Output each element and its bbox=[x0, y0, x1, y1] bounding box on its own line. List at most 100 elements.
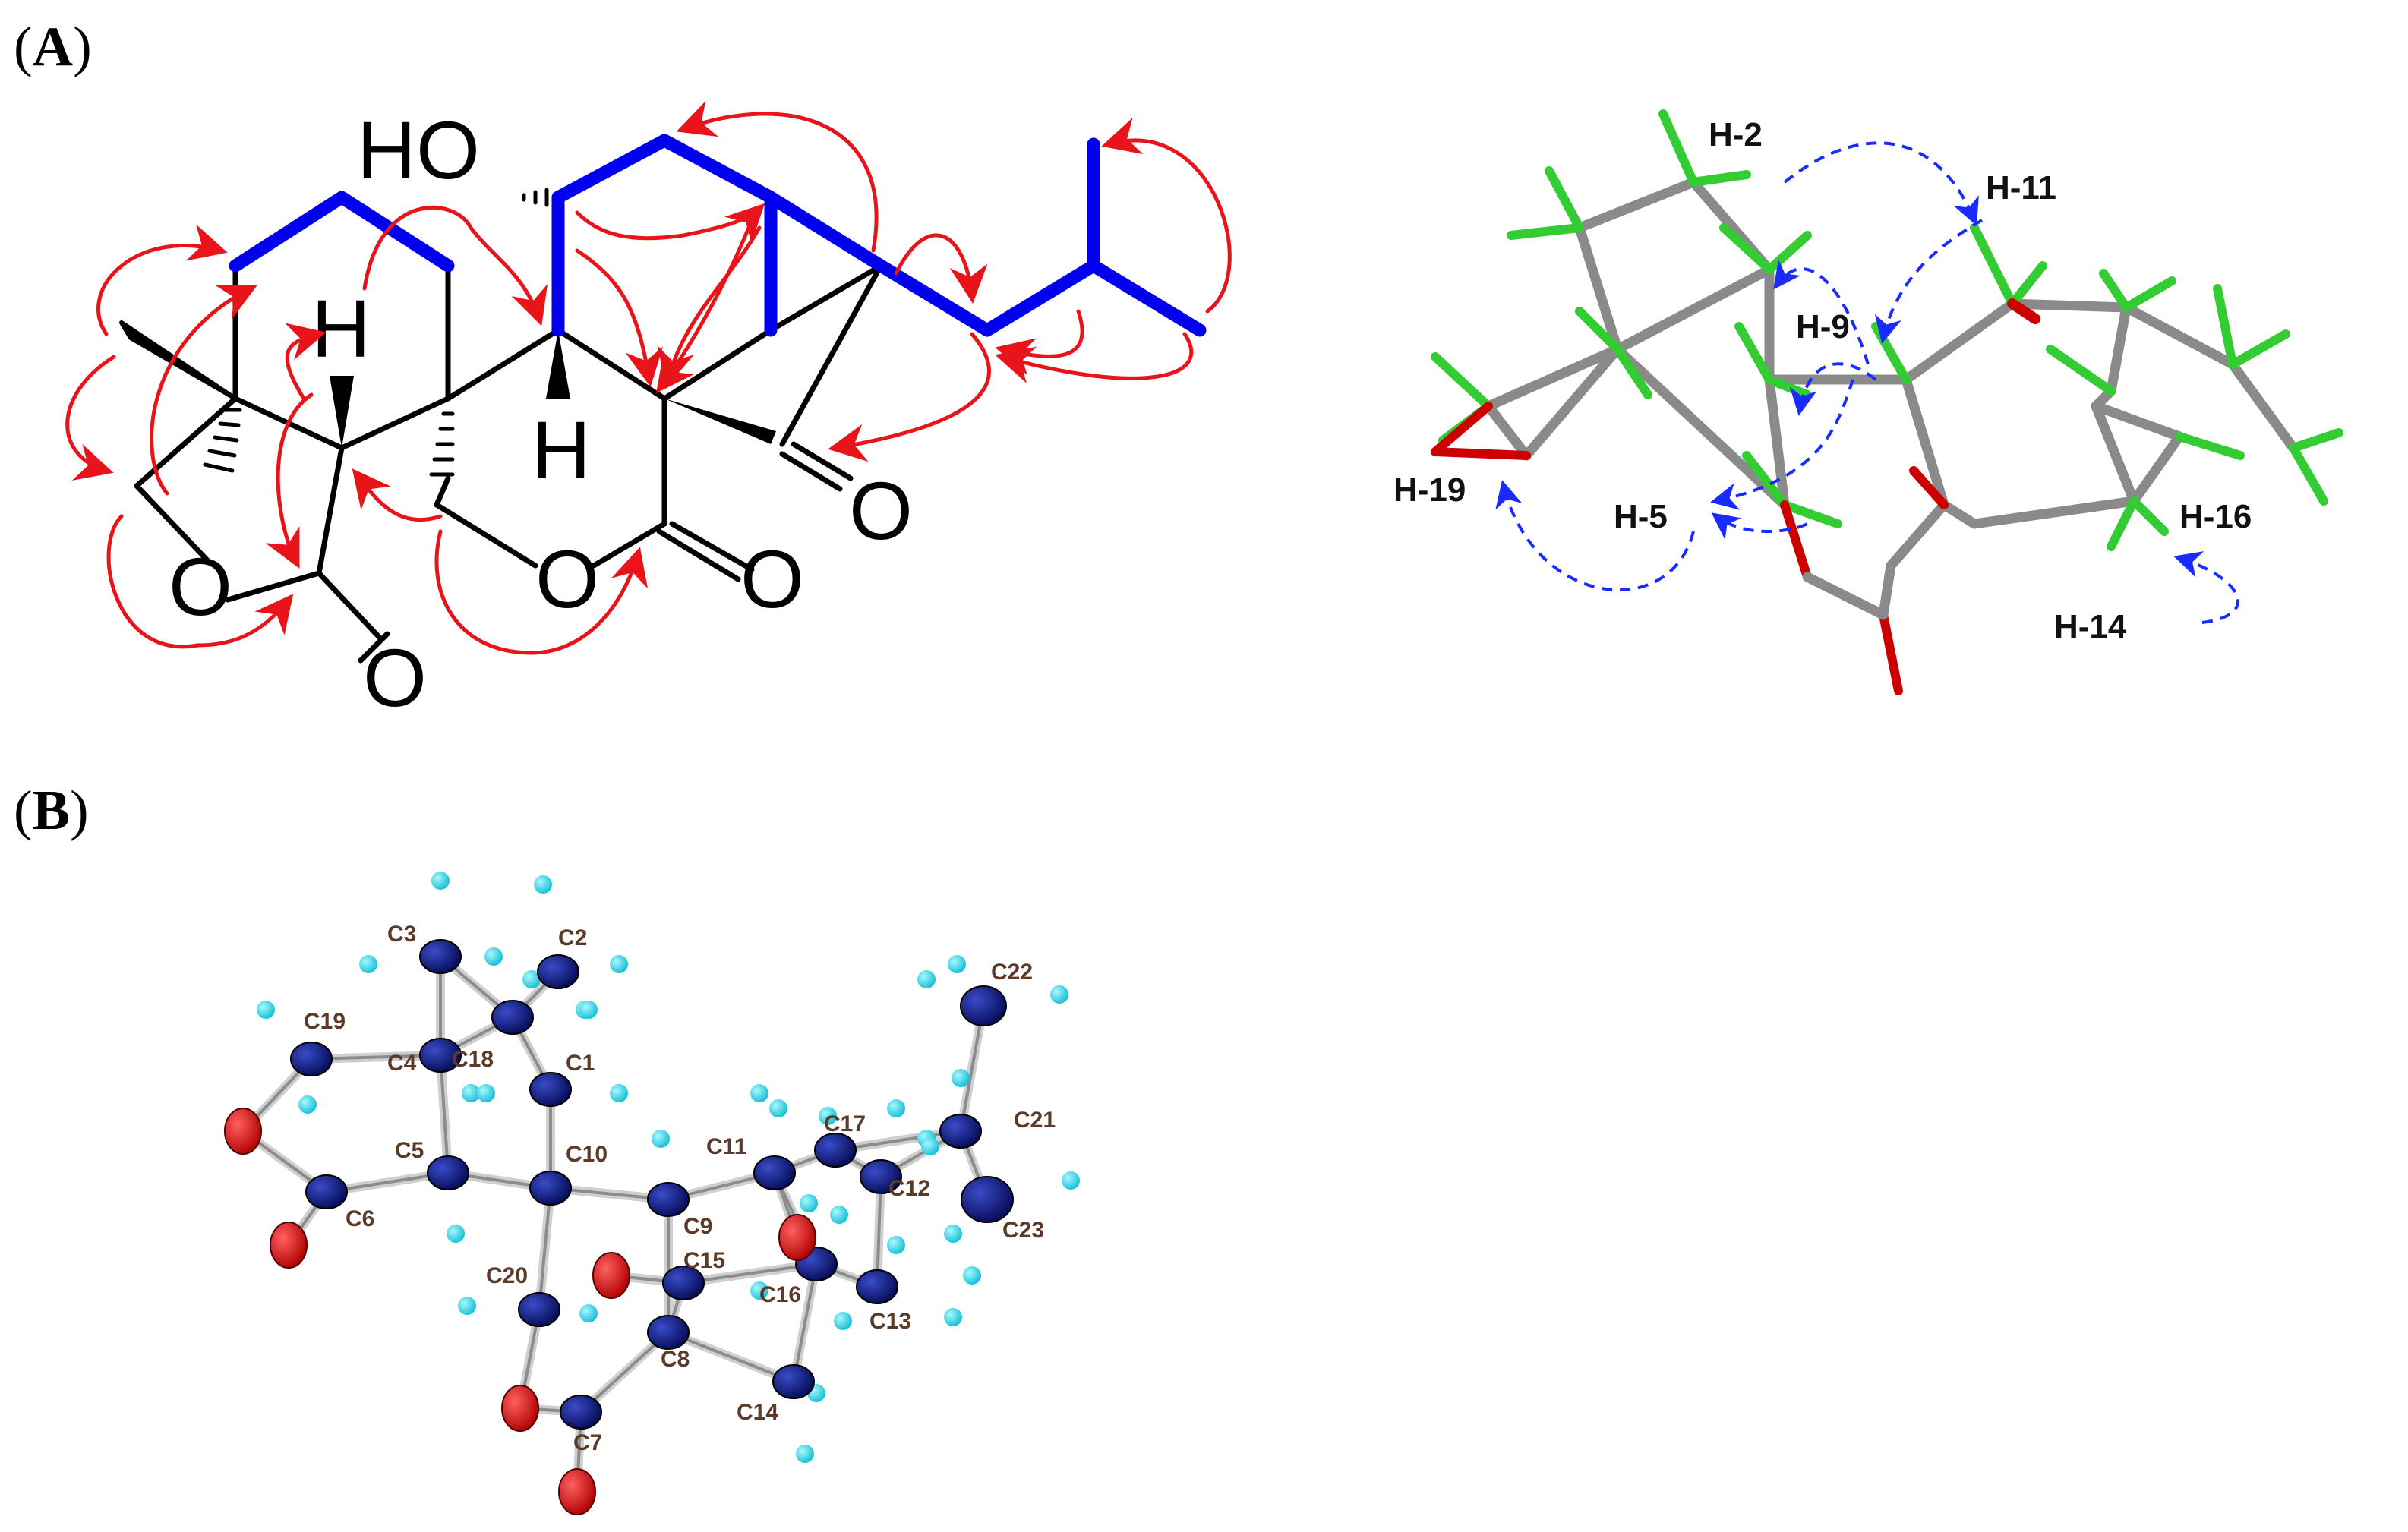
ortep-hydrogen-atom bbox=[887, 1099, 905, 1117]
stick-bond-carbon bbox=[2121, 302, 2238, 370]
skeleton-bonds bbox=[134, 194, 884, 664]
ortep-hydrogen-atom bbox=[1050, 985, 1068, 1004]
ortep-hydrogen-atom bbox=[1062, 1171, 1080, 1190]
stick-bond-carbon bbox=[1878, 560, 1896, 620]
ortep-hydrogen-atom bbox=[298, 1095, 317, 1114]
ortep-bond-shade bbox=[876, 1176, 882, 1288]
ortep-label-c14: C14 bbox=[737, 1400, 778, 1425]
ortep-carbon-atom bbox=[647, 1315, 690, 1350]
stick-bond-carbon bbox=[2106, 302, 2132, 396]
stick-bond-hydrogen bbox=[1780, 500, 1842, 528]
ortep-carbon-atom bbox=[529, 1171, 572, 1206]
stick-bond-carbon bbox=[1574, 177, 1699, 233]
stick-bond-hydrogen bbox=[1689, 170, 1751, 187]
ortep-hydrogen-atom bbox=[944, 1308, 962, 1326]
ortep-carbon-atom bbox=[814, 1133, 857, 1168]
ortep-label-c2: C2 bbox=[558, 925, 587, 950]
stick-bond-hydrogen bbox=[2175, 432, 2245, 460]
ortep-oxygen-atom bbox=[558, 1468, 596, 1515]
ortep-label-c22: C22 bbox=[991, 960, 1033, 985]
panel-a-label: (A) bbox=[14, 16, 92, 78]
stick-bond-hydrogen bbox=[2228, 329, 2290, 369]
stick-bond-oxygen bbox=[1909, 466, 1949, 509]
ortep-hydrogen-atom bbox=[750, 1281, 768, 1300]
ortep-hydrogen-atom bbox=[948, 955, 966, 973]
ortep-carbon-atom bbox=[491, 1000, 534, 1035]
ortep-bond-shade bbox=[439, 1054, 450, 1174]
ortep-oxygen-atom bbox=[501, 1385, 539, 1432]
ortep-label-c10: C10 bbox=[566, 1142, 608, 1167]
ortep-label-c21: C21 bbox=[1014, 1108, 1056, 1133]
ortep-hydrogen-atom bbox=[579, 1304, 598, 1322]
stick-bond-hydrogen bbox=[1734, 322, 1774, 384]
ortep-oxygen-atom bbox=[778, 1214, 816, 1261]
ortep-hydrogen-atom bbox=[830, 1206, 848, 1224]
noesy-label-h2: H-2 bbox=[1709, 116, 1763, 153]
ortep-oxygen-atom bbox=[270, 1222, 308, 1269]
ortep-hydrogen-atom bbox=[952, 1069, 970, 1087]
ortep-carbon-atom bbox=[290, 1042, 333, 1076]
ortep-bond-shade bbox=[792, 1263, 818, 1382]
stick-bond-hydrogen bbox=[1742, 451, 1789, 509]
stick-bond-hydrogen bbox=[1765, 231, 1812, 274]
ring-oxygen-1: O bbox=[169, 541, 232, 632]
stick-bond-oxygen bbox=[2007, 298, 2040, 324]
ortep-label-c16: C16 bbox=[759, 1282, 801, 1307]
noesy-label-h5: H-5 bbox=[1614, 498, 1668, 535]
wedge-h-center bbox=[546, 330, 570, 399]
ortep-carbon-atom bbox=[753, 1155, 796, 1190]
stick-bond-hydrogen bbox=[2213, 284, 2237, 369]
stick-bond-hydrogen bbox=[1719, 223, 1774, 274]
ortep-hydrogen-atom bbox=[652, 1130, 670, 1148]
ortep-label-c4: C4 bbox=[387, 1051, 417, 1076]
ortep-label-c8: C8 bbox=[661, 1347, 690, 1372]
ortep-bond-shade bbox=[579, 1331, 670, 1414]
ortep-carbon-atom bbox=[856, 1269, 898, 1304]
ortep-label-c20: C20 bbox=[486, 1263, 528, 1288]
ortep-carbon-atom bbox=[961, 1176, 1014, 1223]
noesy-labels: H-2 H-11 H-9 H-19 H-5 H-16 H-14 bbox=[1393, 116, 2252, 645]
stick-bond-carbon bbox=[1969, 496, 2139, 529]
ortep-label-c7: C7 bbox=[573, 1430, 602, 1455]
stick-bond-carbon bbox=[1939, 500, 1980, 529]
stick-bond-carbon bbox=[2007, 298, 2132, 313]
stick-bond-hydrogen bbox=[1545, 166, 1584, 232]
stick-bond-carbon bbox=[1612, 344, 1790, 510]
ortep-hydrogen-atom bbox=[800, 1194, 818, 1212]
stick-bond-hydrogen bbox=[2122, 276, 2176, 312]
ortep-hydrogen-atom bbox=[610, 1084, 628, 1102]
stick-bond-hydrogen bbox=[1575, 307, 1622, 354]
stick-bond-hydrogen bbox=[1431, 352, 1493, 411]
ortep-label-c13: C13 bbox=[869, 1309, 911, 1334]
ortep-carbon-atom bbox=[560, 1395, 602, 1430]
ortep-bond-shade bbox=[311, 1054, 441, 1061]
carbonyl-oxygen-2: O bbox=[740, 533, 804, 625]
ortep-label-c18: C18 bbox=[452, 1047, 494, 1072]
ortep-label-c6: C6 bbox=[346, 1206, 374, 1231]
ortep-hydrogen-atom bbox=[522, 970, 541, 988]
ortep-oxygen-atom bbox=[592, 1252, 630, 1299]
stick-bond-oxygen bbox=[1780, 500, 1812, 582]
ortep-label-c1: C1 bbox=[566, 1051, 595, 1076]
ortep-label-c23: C23 bbox=[1002, 1218, 1044, 1243]
panel-b-letter: B bbox=[33, 780, 70, 842]
ortep-hydrogen-atom bbox=[963, 1266, 981, 1285]
noesy-label-h14: H-14 bbox=[2054, 608, 2127, 645]
ortep-carbon-atom bbox=[305, 1174, 348, 1209]
ortep-carbon-atom bbox=[647, 1182, 690, 1217]
ring-oxygen-2: O bbox=[535, 533, 599, 625]
ortep-label-c12: C12 bbox=[888, 1176, 930, 1201]
ortep-carbon-atom bbox=[772, 1364, 815, 1399]
ketone-oxygen: O bbox=[849, 465, 913, 556]
stick-bond-carbon bbox=[2129, 431, 2185, 506]
stick-bond-hydrogen bbox=[1507, 223, 1584, 240]
stick-bond-hydrogen bbox=[2099, 269, 2131, 312]
ortep-carbon-atom bbox=[419, 939, 462, 974]
stick-bond-carbon bbox=[1612, 264, 1775, 355]
ortep-hydrogen-atom bbox=[750, 1084, 768, 1102]
stick-bond-carbon bbox=[1901, 374, 1949, 510]
panel-a-letter: A bbox=[33, 16, 73, 78]
chemical-structure: HO H H O O O O O bbox=[65, 101, 1232, 723]
ortep-label-c19: C19 bbox=[304, 1009, 346, 1034]
